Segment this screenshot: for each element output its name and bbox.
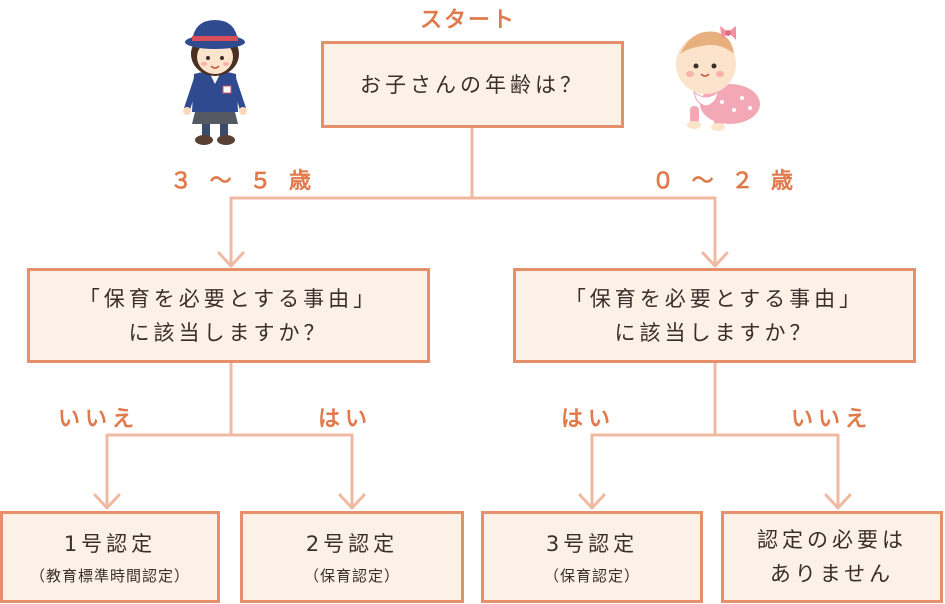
arrowhead-result-1 (93, 493, 121, 510)
result-box-4: 認定の必要は ありません (721, 511, 943, 603)
need-question-box-right: 「保育を必要とする事由」 に該当しますか？ (513, 268, 916, 363)
result-4-line1: 認定の必要は (757, 528, 907, 552)
need-question-right-line1: 「保育を必要とする事由」 (564, 286, 865, 311)
need-question-box-left: 「保育を必要とする事由」 に該当しますか？ (27, 268, 430, 363)
result-2-title: 2号認定 (305, 532, 399, 556)
arrowhead-result-3 (578, 493, 606, 510)
result-4-line2: ありません (769, 562, 895, 586)
arrowhead-result-4 (824, 493, 852, 510)
preschooler-illustration (183, 20, 247, 145)
arrowhead-right-question (701, 251, 729, 268)
start-label: スタート (420, 8, 517, 33)
need-question-left-line1: 「保育を必要とする事由」 (78, 286, 379, 311)
age-question-box: お子さんの年齢は？ (321, 41, 624, 128)
result-box-3: 3号認定 （保育認定） (481, 511, 703, 603)
answer-yes-left: はい (318, 407, 373, 432)
result-2-note: （保育認定） (303, 567, 400, 585)
result-box-1: 1号認定 （教育標準時間認定） (0, 511, 220, 603)
result-box-2: 2号認定 （保育認定） (240, 511, 464, 603)
arrowhead-left-question (217, 251, 245, 268)
need-question-right-line2: に該当しますか？ (614, 320, 815, 345)
result-3-title: 3号認定 (545, 532, 639, 556)
result-1-title: 1号認定 (63, 532, 157, 556)
need-question-left-line2: に該当しますか？ (128, 320, 329, 345)
baby-illustration (676, 26, 760, 131)
result-3-note: （保育認定） (543, 567, 640, 585)
arrowhead-result-2 (338, 493, 366, 510)
answer-no-left: いいえ (58, 407, 140, 432)
age-label-3-5: ３ ～ ５ 歳 (170, 169, 316, 194)
age-label-0-2: ０ ～ ２ 歳 (652, 169, 798, 194)
answer-no-right: いいえ (791, 407, 873, 432)
result-1-note: （教育標準時間認定） (29, 567, 190, 585)
age-question-text: お子さんの年齢は？ (360, 72, 585, 97)
answer-yes-right: はい (561, 407, 616, 432)
